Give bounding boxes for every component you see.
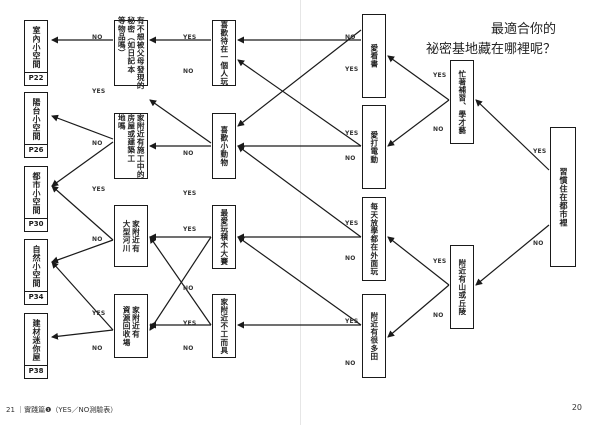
question-field: 附近有很多田	[362, 294, 386, 378]
flow-arrow	[475, 224, 550, 286]
no-label: NO	[345, 34, 356, 41]
yes-label: YES	[92, 186, 106, 193]
flow-arrow	[237, 29, 362, 127]
result-nature-space: 自然小空間 P34	[24, 239, 48, 305]
no-label: NO	[183, 345, 194, 352]
no-label: NO	[183, 68, 194, 75]
result-page: P34	[25, 291, 47, 301]
result-material-hut: 建材迷你屋 P38	[24, 313, 48, 379]
flow-arrow	[51, 141, 114, 187]
yes-label: YES	[92, 88, 106, 95]
result-page: P22	[25, 72, 47, 82]
flow-arrow	[387, 236, 450, 286]
no-label: NO	[183, 285, 194, 292]
no-label: NO	[345, 155, 356, 162]
flow-arrow	[387, 284, 450, 338]
page-fold	[300, 0, 301, 425]
no-label: NO	[433, 126, 444, 133]
flow-arrow	[149, 236, 212, 331]
result-balcony-space: 陽台小空間 P26	[24, 92, 48, 158]
question-river: 家附近有 大型河川	[114, 205, 148, 267]
flow-arrow	[51, 239, 114, 264]
no-label: NO	[533, 240, 544, 247]
yes-label: YES	[183, 34, 197, 41]
result-indoor-space: 室內小空間 P22	[24, 20, 48, 86]
page-title-line1: 最適合你的	[490, 22, 556, 37]
result-urban-space: 都市小空間 P30	[24, 166, 48, 232]
question-diy: 最愛玩積木大賽	[212, 205, 236, 269]
question-reader: 愛看書	[362, 14, 386, 98]
no-label: NO	[92, 140, 103, 147]
page-number: 20	[571, 403, 582, 412]
no-label: NO	[345, 360, 356, 367]
question-construction: 家附近有施工中的 房屋或建築工 地嗎	[114, 113, 148, 179]
result-label: 陽台小空間	[32, 98, 41, 141]
footer-left: 21 ｜實踐篇❶（YES／NO測驗表）	[6, 406, 118, 414]
result-page: P26	[25, 144, 47, 154]
result-page: P30	[25, 218, 47, 228]
flow-arrow	[387, 55, 450, 101]
result-label: 建材迷你屋	[32, 319, 41, 362]
yes-label: YES	[345, 66, 359, 73]
question-recycle: 家附近有 資源回收場	[114, 294, 148, 358]
question-small-animals: 喜歡小動物	[212, 113, 236, 179]
yes-label: YES	[533, 148, 547, 155]
question-start-urban: 習慣住在都市裡	[550, 127, 576, 267]
yes-label: YES	[433, 72, 447, 79]
result-label: 室內小空間	[32, 26, 41, 69]
flow-arrow	[51, 261, 114, 331]
yes-label: YES	[183, 320, 197, 327]
flow-arrow	[51, 114, 114, 140]
flow-arrow	[387, 99, 450, 147]
no-label: NO	[433, 312, 444, 319]
flow-arrow	[149, 236, 212, 326]
question-games: 愛打電動	[362, 105, 386, 189]
yes-label: YES	[433, 258, 447, 265]
flow-arrow	[237, 236, 362, 326]
no-label: NO	[183, 150, 194, 157]
result-page: P38	[25, 365, 47, 375]
flow-arrow	[149, 99, 212, 144]
yes-label: YES	[345, 130, 359, 137]
question-mountain: 附近有山或丘陵	[450, 245, 474, 329]
no-label: NO	[92, 236, 103, 243]
question-parents-secret: 有不想被父母發現的 秘密（如日記本 等物品嗎）	[114, 17, 148, 89]
question-busy-study: 忙著補習、學才藝	[450, 60, 474, 144]
yes-label: YES	[345, 220, 359, 227]
yes-label: YES	[183, 190, 197, 197]
yes-label: YES	[183, 226, 197, 233]
result-label: 自然小空間	[32, 245, 41, 288]
yes-label: YES	[92, 310, 106, 317]
flow-arrow	[237, 59, 362, 147]
no-label: NO	[92, 34, 103, 41]
no-label: NO	[345, 255, 356, 262]
question-tools: 家附近不工而具	[212, 294, 236, 358]
flow-arrow	[475, 99, 550, 171]
flow-arrow	[51, 185, 114, 241]
result-label: 都市小空間	[32, 172, 41, 215]
question-outdoor: 每天放學都在外面玩	[362, 197, 386, 281]
yes-label: YES	[345, 318, 359, 325]
page-title-line2: 祕密基地藏在哪裡呢？	[425, 42, 556, 57]
flow-arrow	[51, 329, 114, 340]
question-alone: 喜歡待在一個人玩	[212, 20, 236, 86]
no-label: NO	[92, 345, 103, 352]
flow-arrow	[237, 145, 362, 238]
